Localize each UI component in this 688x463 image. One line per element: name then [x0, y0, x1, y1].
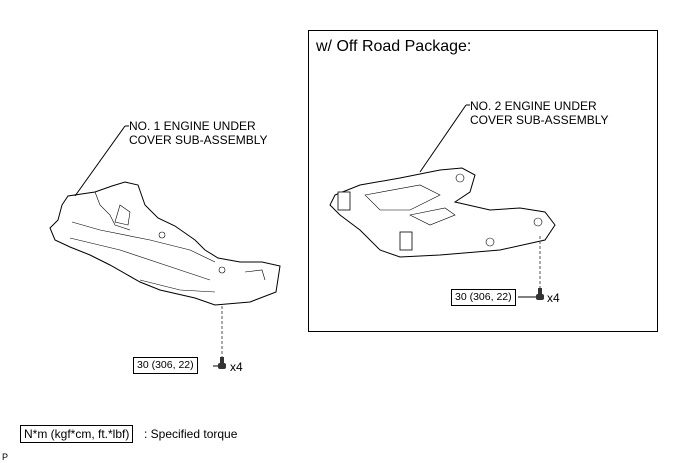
panel-title: w/ Off Road Package: — [316, 38, 472, 55]
legend-description: : Specified torque — [144, 427, 238, 441]
quantity-left: x4 — [230, 360, 243, 374]
part-label-no2: NO. 2 ENGINE UNDER COVER SUB-ASSEMBLY — [470, 99, 608, 127]
part-label-no1: NO. 1 ENGINE UNDER COVER SUB-ASSEMBLY — [129, 119, 267, 147]
label-line: NO. 1 ENGINE UNDER — [129, 119, 256, 133]
off-road-package-panel — [308, 30, 658, 332]
quantity-right: x4 — [547, 291, 560, 305]
leader-line-right — [419, 104, 467, 173]
label-line: COVER SUB-ASSEMBLY — [129, 133, 268, 147]
torque-box-right: 30 (306, 22) — [451, 289, 516, 306]
torque-box-left: 30 (306, 22) — [133, 357, 198, 374]
leader-line-left — [74, 125, 126, 197]
no2-engine-under-cover-drawing — [329, 167, 556, 258]
label-line: COVER SUB-ASSEMBLY — [470, 113, 609, 127]
footer-code: P — [2, 452, 9, 462]
label-line: NO. 2 ENGINE UNDER — [470, 99, 597, 113]
legend-unit-box: N*m (kgf*cm, ft.*lbf) — [20, 425, 134, 443]
bolt-icon — [536, 288, 544, 300]
bolt-icon — [218, 357, 226, 369]
no1-engine-under-cover-drawing — [49, 181, 281, 306]
